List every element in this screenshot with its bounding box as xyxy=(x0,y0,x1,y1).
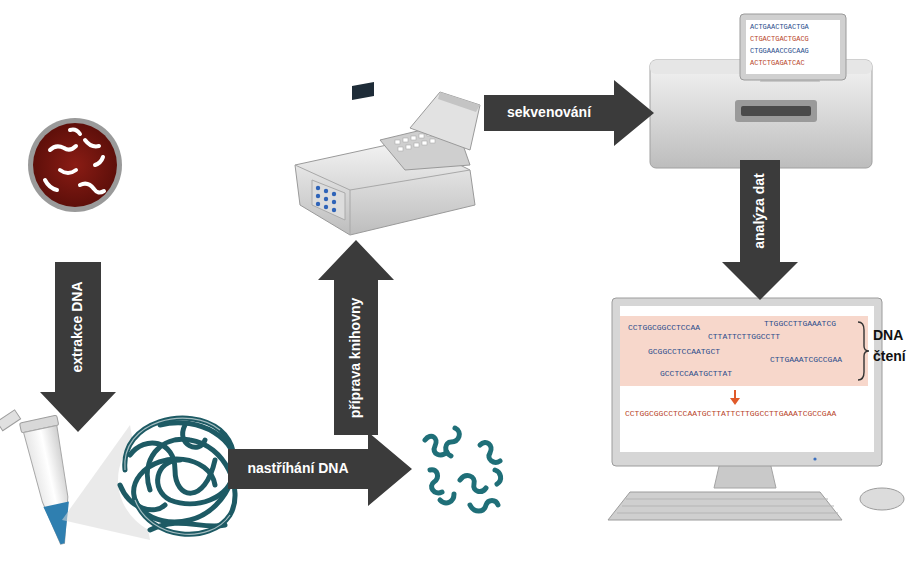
sequence-text: CTTGAAATCGCCGAA xyxy=(770,356,842,364)
sequence-text: CTGACTGACTGACG xyxy=(750,36,809,43)
sequence-text: CCTGGCGGCCTCCAATGCTTATTCTTGGCCTTGAAATCGC… xyxy=(625,410,836,418)
arrow-body xyxy=(484,80,654,146)
dna-tangle xyxy=(118,418,242,538)
step-label: nastříhání DNA xyxy=(247,461,348,475)
step-arrow: příprava knihovny xyxy=(318,240,394,435)
step-label: příprava knihovny xyxy=(348,297,362,418)
arrow-body xyxy=(722,160,798,300)
sequence-text: TTGGCCTTGAAATCG xyxy=(764,320,836,328)
step-label: sekvenování xyxy=(507,105,591,119)
sequence-text: CCTGGCGGCCTCCAA xyxy=(628,324,700,332)
step-label: extrakce DNA xyxy=(70,281,84,372)
dna-fragments xyxy=(425,428,501,511)
sequence-text: CTTATTCTTGGCCTT xyxy=(708,333,780,341)
step-arrow: analýza dat xyxy=(722,160,798,300)
petri-dish xyxy=(28,118,122,212)
step-arrow: extrakce DNA xyxy=(40,262,116,432)
callout-label: DNA čtení xyxy=(873,325,913,367)
thermocycler xyxy=(295,82,480,235)
step-label: analýza dat xyxy=(752,173,766,248)
sequence-text: CTGGAAACCGCAAG xyxy=(750,48,809,55)
sequence-text: ACTGAACTGACTGA xyxy=(750,24,809,31)
sequencer xyxy=(650,14,872,168)
computer xyxy=(608,298,904,520)
step-arrow: nastříhání DNA xyxy=(228,432,412,506)
sequence-text: GCGGCCTCCAATGCT xyxy=(648,348,720,356)
sequence-text: GCCTCCAATGCTTAT xyxy=(660,370,732,378)
arrow-body xyxy=(318,240,394,435)
step-arrow: sekvenování xyxy=(484,80,654,146)
arrow-body xyxy=(228,432,412,506)
sequence-text: ACTCTGAGATCAC xyxy=(750,60,805,67)
arrow-body xyxy=(40,262,116,432)
